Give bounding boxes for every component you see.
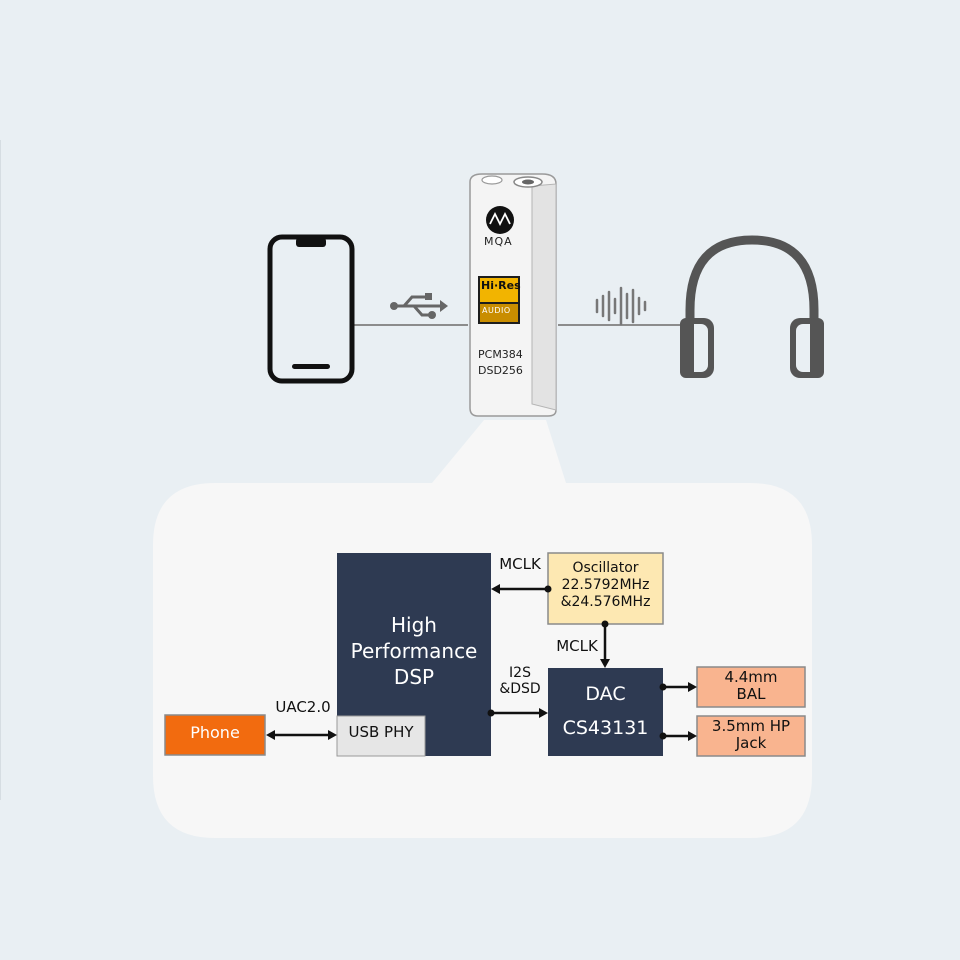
oscillator-line2: 22.5792MHz <box>561 577 650 593</box>
spec-pcm-label: PCM384 <box>478 348 523 361</box>
sound-wave-icon <box>595 286 647 326</box>
output-bal-block <box>696 666 806 708</box>
dac-line2: CS43131 <box>562 717 649 739</box>
oscillator-line1: Oscillator <box>572 560 639 576</box>
mqa-label: MQA <box>484 235 513 248</box>
headphones-icon <box>680 235 824 378</box>
dac-line1: DAC <box>585 683 626 705</box>
output-bal-line1: 4.4mm <box>724 668 778 686</box>
oscillator-block <box>547 552 664 625</box>
oscillator-line3: &24.576MHz <box>560 594 651 610</box>
usb-phy-block <box>336 715 426 757</box>
uac-label: UAC2.0 <box>275 698 331 716</box>
phone-label: Phone <box>190 723 240 742</box>
i2s-line1: I2S <box>509 665 531 681</box>
dsp-label: High Performance DSP <box>337 612 491 690</box>
smartphone-icon <box>267 234 355 384</box>
mclk-top-label: MCLK <box>499 555 541 573</box>
output-bal-label: 4.4mm BAL <box>697 669 805 703</box>
usb-phy-label: USB PHY <box>348 723 414 741</box>
usb-icon <box>390 293 448 319</box>
output-jack-label: 3.5mm HP Jack <box>697 718 805 752</box>
mqa-logo-icon <box>486 206 514 234</box>
dsp-label-line3: DSP <box>393 665 435 689</box>
output-jack-line1: 3.5mm HP <box>711 717 791 735</box>
dac-block <box>548 668 663 756</box>
dongle-body <box>469 173 557 417</box>
output-bal-line2: BAL <box>736 685 766 703</box>
hires-top-label: Hi·Res <box>481 279 521 292</box>
hires-bottom-label: AUDIO <box>482 306 511 315</box>
oscillator-label: Oscillator 22.5792MHz &24.576MHz <box>548 560 663 611</box>
dsp-label-line1: High <box>391 613 437 637</box>
dac-dongle-device: MQA Hi·Res AUDIO PCM384 DSD256 <box>468 172 558 418</box>
mclk-side-label: MCLK <box>556 637 598 655</box>
dsp-label-line2: Performance <box>350 639 478 663</box>
dac-label: DAC CS43131 <box>548 677 663 745</box>
phone-block <box>164 714 266 756</box>
i2s-label: I2S &DSD <box>494 665 546 697</box>
output-jack-line2: Jack <box>735 734 767 752</box>
spec-dsd-label: DSD256 <box>478 364 523 377</box>
i2s-line2: &DSD <box>499 681 541 697</box>
